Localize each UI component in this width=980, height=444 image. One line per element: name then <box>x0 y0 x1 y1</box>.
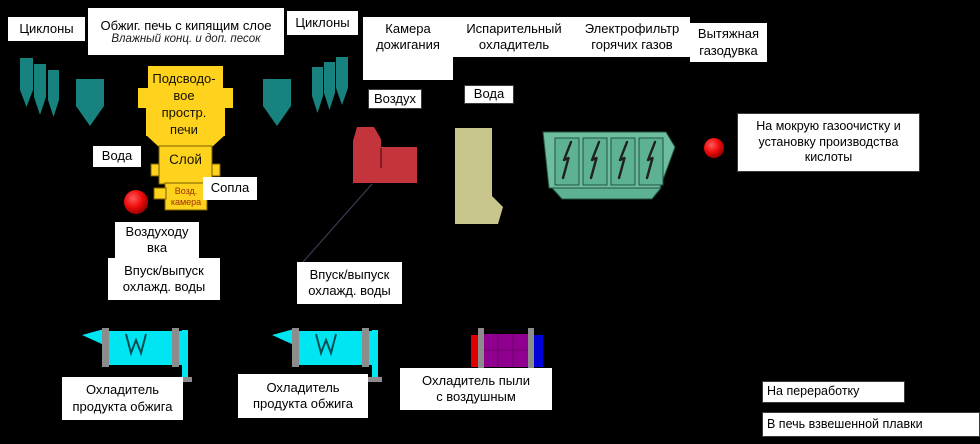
afterburner-label-background <box>363 17 453 80</box>
furnace-title-line2: Влажный конц. и доп. песок <box>111 33 261 45</box>
cyclones-right-shape <box>263 57 348 126</box>
label-electrofilter: Электрофильтр горячих газов <box>584 20 680 52</box>
label-water-top: Вода <box>464 85 514 104</box>
air-blower-shape <box>124 190 148 214</box>
connector-line <box>302 183 373 263</box>
label-water-left: Вода <box>93 146 141 167</box>
label-cooling-water-2: Впуск/выпуск охлажд. воды <box>297 262 402 304</box>
label-calcine-cooler-2: Охладитель продукта обжига <box>238 374 368 418</box>
label-air: Воздух <box>368 89 422 109</box>
dust-cooler-shape <box>471 328 543 369</box>
label-nozzles: Сопла <box>203 177 257 200</box>
label-to-wet-gas-cleaning: На мокрую газоочистку и установку произв… <box>737 113 920 172</box>
exhaust-blower-shape <box>704 138 724 158</box>
label-air-blower: Воздуходу вка <box>115 222 199 258</box>
afterburner-shape <box>353 127 417 183</box>
label-furnace-title: Обжиг. печь с кипящим слое Влажный конц.… <box>88 8 284 55</box>
label-cooling-water-1: Впуск/выпуск охлажд. воды <box>108 258 220 300</box>
label-furnace-air-chamber: Возд. камера <box>170 186 202 207</box>
electrofilter-shape <box>542 131 676 200</box>
lightning-bolt-icon <box>561 140 657 180</box>
label-furnace-freeboard: Подсводо- вое простр. печи <box>152 71 216 137</box>
evaporative-cooler-shape <box>455 128 503 224</box>
label-dust-cooler: Охладитель пыли с воздушным <box>400 368 552 410</box>
cyclones-left-shape <box>20 58 104 126</box>
label-evaporative-cooler: Испарительный охладитель <box>466 20 562 52</box>
label-calcine-cooler-1: Охладитель продукта обжига <box>62 377 183 420</box>
label-to-processing: На переработку <box>762 381 905 403</box>
furnace-shape <box>138 66 233 211</box>
label-to-flash-furnace: В печь взвешенной плавки <box>762 412 980 437</box>
calcine-cooler-2-shape <box>272 328 382 382</box>
furnace-title-line1: Обжиг. печь с кипящим слое <box>100 18 272 33</box>
calcine-cooler-1-shape <box>82 328 192 382</box>
label-cyclones-right: Циклоны <box>287 11 358 35</box>
label-afterburner: Камера дожигания <box>376 20 440 52</box>
label-furnace-layer: Слой <box>169 151 202 167</box>
label-exhaust-blower: Вытяжная газодувка <box>690 23 767 62</box>
label-cyclones-left: Циклоны <box>8 17 85 41</box>
